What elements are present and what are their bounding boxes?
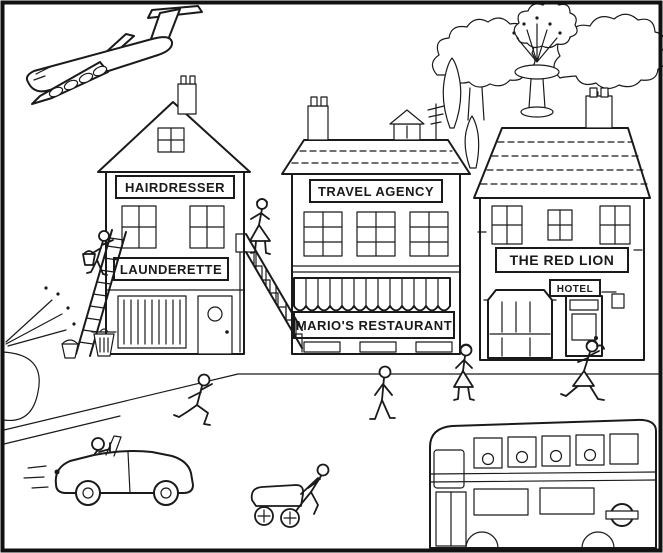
launderette-sign-text: LAUNDERETTE — [120, 262, 222, 277]
walking-man — [369, 365, 396, 420]
woman-on-stairs — [249, 198, 271, 255]
launderette-shopfront-window — [117, 295, 187, 349]
car-wheel — [153, 480, 179, 506]
hotel-upper-windows — [491, 205, 631, 245]
motion-lines — [23, 465, 49, 489]
pram-body — [250, 484, 305, 507]
trees — [431, 0, 663, 169]
right-building-chimney — [585, 95, 613, 129]
middle-building-chimney — [307, 105, 329, 141]
left-building-chimney — [177, 83, 197, 115]
launderette-door — [197, 295, 233, 355]
tree-foliage — [513, 0, 578, 49]
walking-woman — [453, 343, 475, 401]
boy-head — [197, 373, 211, 387]
driver-head — [91, 437, 105, 451]
passenger-head — [515, 450, 529, 464]
dormer-window — [389, 109, 425, 141]
passenger-head — [583, 448, 597, 462]
man-head — [378, 365, 392, 379]
car-wheel — [75, 480, 101, 506]
launderette-sign — [113, 257, 229, 281]
hotel-sign-text: HOTEL — [557, 284, 593, 295]
right-building-roof — [473, 127, 651, 199]
person-head — [316, 463, 330, 477]
middle-building-roof — [281, 139, 471, 175]
restaurant-awning — [293, 277, 451, 312]
passenger-head — [481, 452, 495, 466]
building-red-lion-hotel: THE RED LION HOTEL — [473, 87, 651, 361]
door-lamp — [601, 291, 625, 309]
man-on-ladder — [82, 230, 114, 276]
water-spray — [1, 286, 76, 422]
paint-bucket — [61, 339, 79, 359]
building-travel-agency-restaurant: TRAVEL AGENCY MARIO'S RESTAURANT — [281, 96, 471, 355]
hairdresser-sign — [115, 175, 235, 199]
running-woman — [560, 339, 605, 401]
passenger-head — [549, 449, 563, 463]
running-boy — [173, 373, 213, 426]
tv-antenna — [427, 103, 445, 141]
trash-bin — [91, 328, 117, 357]
travel-agency-sign — [309, 179, 443, 203]
man-head — [98, 230, 110, 242]
marios-restaurant-sign-text: MARIO'S RESTAURANT — [296, 318, 452, 333]
hand-bucket — [82, 253, 96, 266]
red-lion-sign — [495, 247, 629, 273]
cypress-tree — [442, 57, 462, 129]
left-upper-windows — [121, 205, 225, 249]
convertible-car — [23, 435, 194, 506]
cypress-tree — [464, 115, 480, 169]
hairdresser-sign-text: HAIRDRESSER — [125, 180, 225, 195]
travel-agency-sign-text: TRAVEL AGENCY — [318, 184, 434, 199]
red-lion-sign-text: THE RED LION — [510, 252, 615, 268]
fountain — [512, 16, 562, 118]
airplane — [25, 5, 203, 105]
building-hairdresser-launderette: HAIRDRESSER LAUNDERETTE — [97, 75, 251, 355]
external-staircase — [235, 233, 303, 353]
bus-windshield — [433, 449, 465, 489]
middle-upper-windows — [303, 211, 449, 257]
person-with-pram — [250, 463, 330, 528]
street-pavement — [3, 373, 659, 445]
bay-window — [483, 289, 557, 359]
double-decker-bus — [429, 418, 657, 549]
restaurant-lower-windows — [303, 341, 453, 353]
attic-window — [157, 127, 185, 153]
